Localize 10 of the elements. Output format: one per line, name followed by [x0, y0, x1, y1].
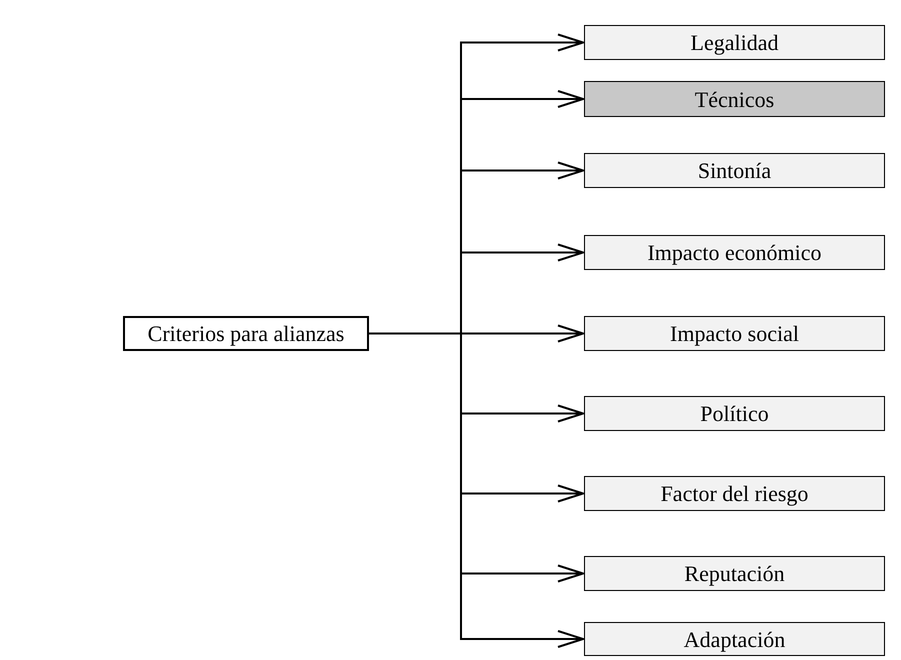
criterion-box: Sintonía	[584, 153, 885, 188]
criterion-box: Técnicos	[584, 81, 885, 117]
criterion-box: Impacto económico	[584, 235, 885, 270]
root-box: Criterios para alianzas	[123, 316, 369, 351]
criterion-box: Adaptación	[584, 622, 885, 656]
criterion-box: Factor del riesgo	[584, 476, 885, 511]
criterion-box: Reputación	[584, 556, 885, 591]
criterion-box: Político	[584, 396, 885, 431]
criterion-box: Impacto social	[584, 316, 885, 351]
criterion-box: Legalidad	[584, 25, 885, 60]
